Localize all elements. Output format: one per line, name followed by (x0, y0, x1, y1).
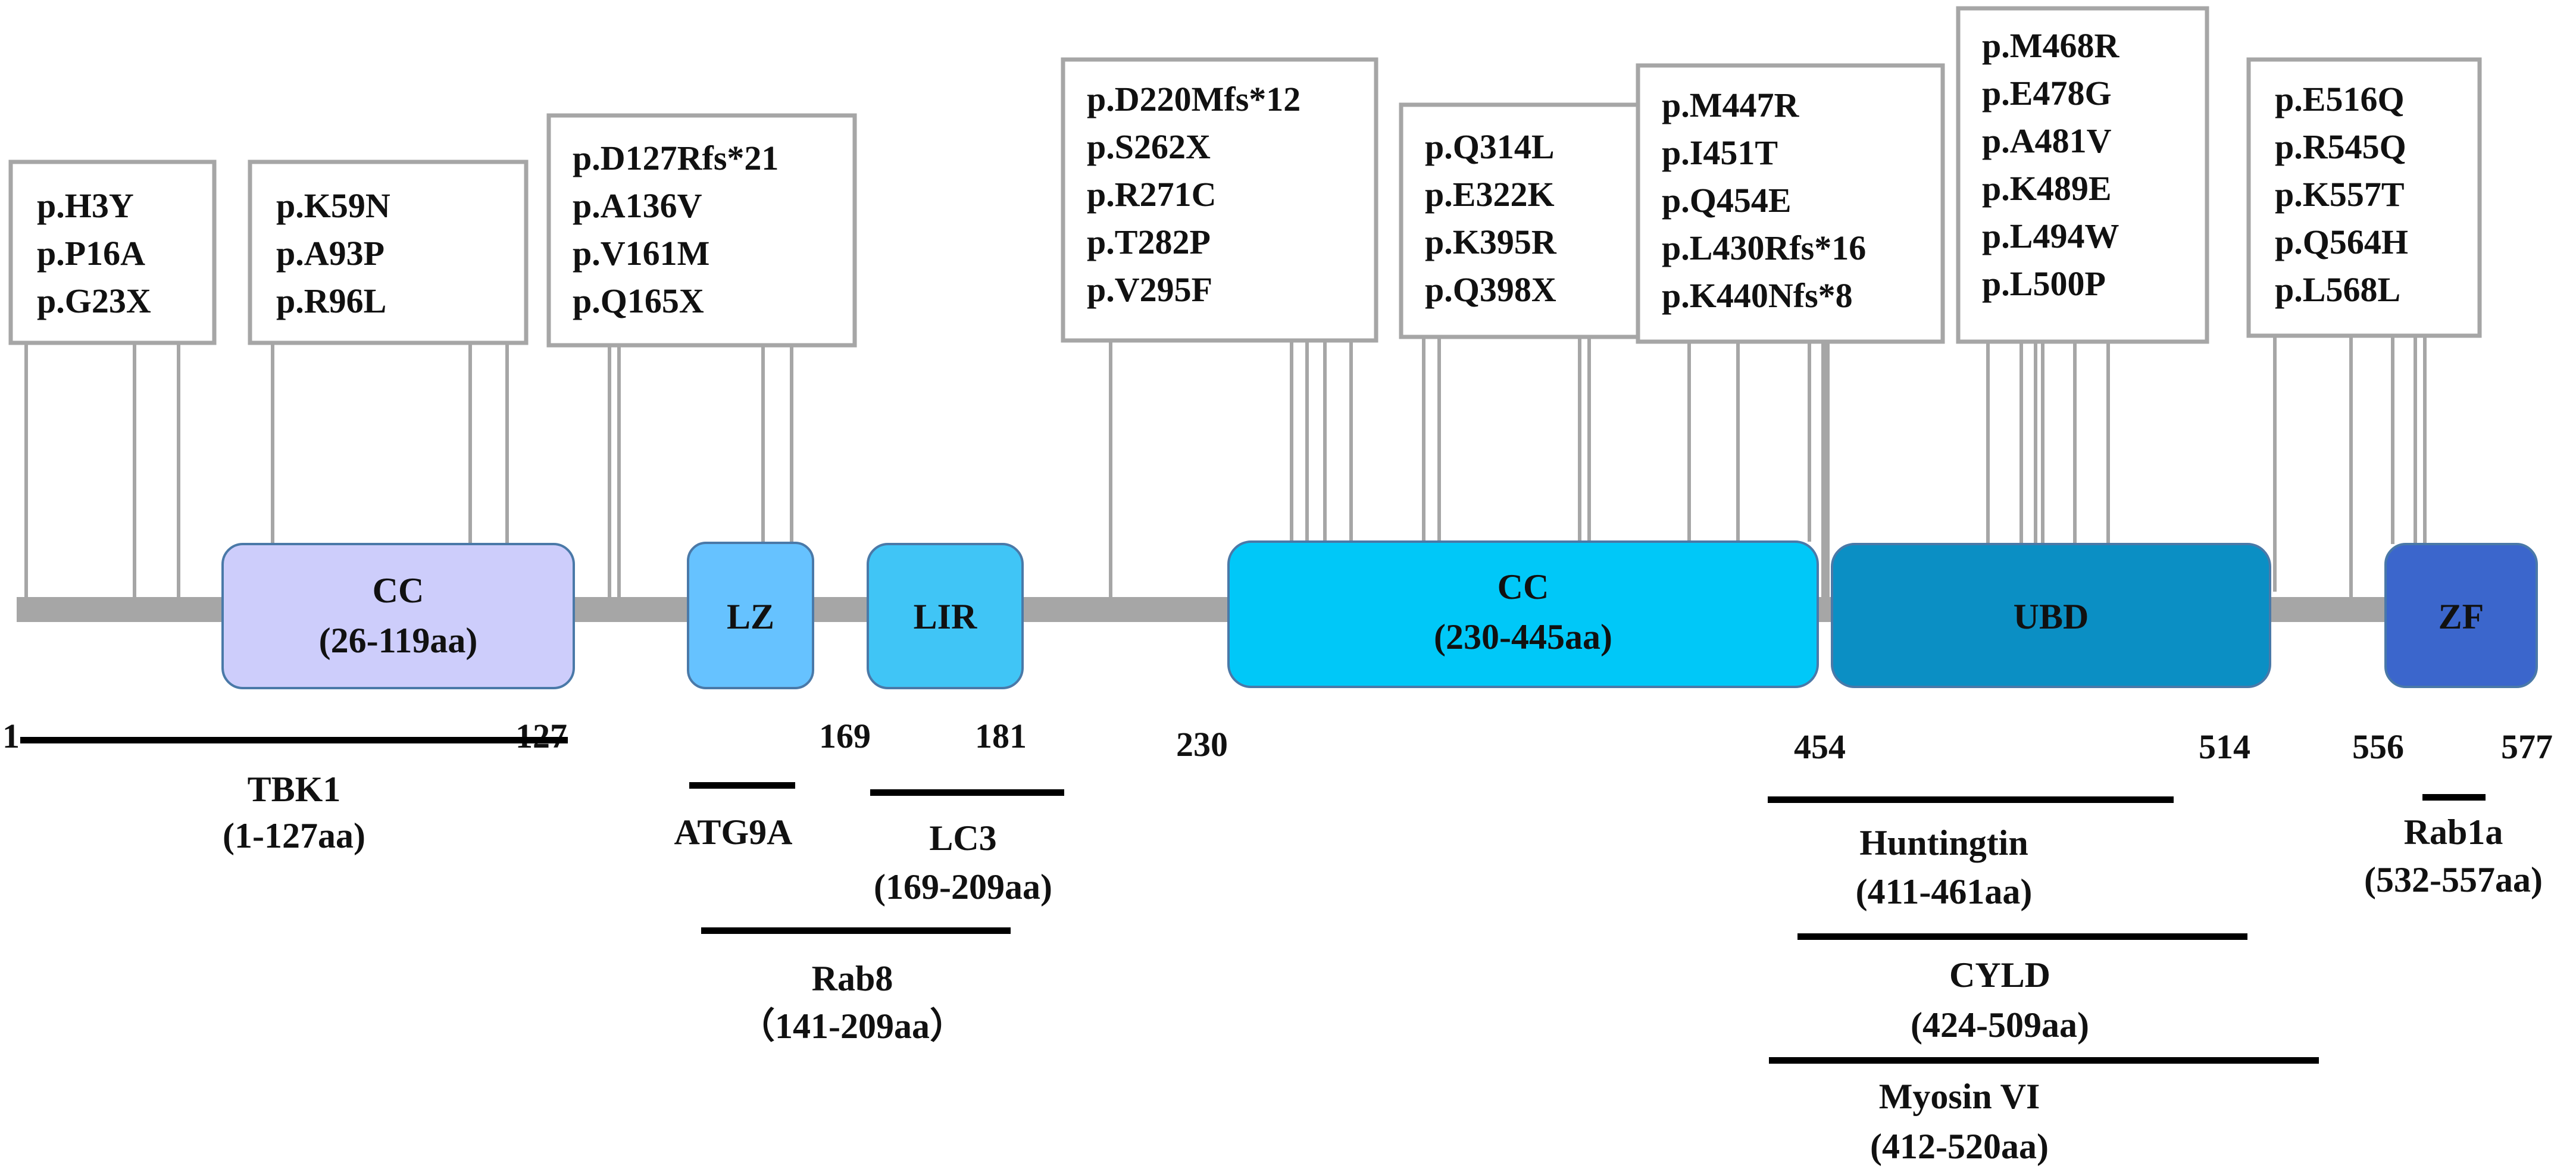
mutation-label: p.K489E (1982, 169, 2112, 208)
mutation-label: p.D127Rfs*21 (573, 139, 779, 177)
mutation-label: p.V295F (1087, 270, 1212, 309)
interaction-partners: TBK1 (1-127aa) ATG9A LC3 (169-209aa) Rab… (20, 737, 2543, 1166)
domain-range: (26-119aa) (319, 621, 478, 660)
partner-range: （141-209aa） (739, 1006, 965, 1046)
mutation-label: p.L494W (1982, 217, 2119, 255)
mutation-label: p.Q564H (2275, 223, 2408, 261)
mutation-stem (1821, 342, 1830, 615)
position-label: 181 (975, 717, 1027, 755)
mutation-label: p.R545Q (2275, 127, 2406, 166)
mutation-label: p.Q314L (1425, 127, 1555, 166)
partner-rab8: Rab8 （141-209aa） (701, 927, 1011, 1046)
mutation-group-3: p.D127Rfs*21 p.A136V p.V161M p.Q165X (546, 113, 857, 348)
partner-huntingtin: Huntingtin (411-461aa) (1768, 796, 2174, 911)
mutation-label: p.R271C (1087, 175, 1217, 214)
partner-name: Rab1a (2404, 812, 2503, 852)
domain-label: UBD (2014, 597, 2089, 636)
partner-range: (532-557aa) (2364, 860, 2543, 899)
mutation-group-8: p.E516Q p.R545Q p.K557T p.Q564H p.L568L (2246, 57, 2482, 338)
partner-name: Huntingtin (1859, 823, 2028, 862)
mutation-boxes: p.H3Y p.P16A p.G23X p.K59N p.A93P p.R96L… (8, 6, 2482, 348)
mutation-label: p.K59N (276, 186, 390, 225)
position-label: 577 (2501, 727, 2553, 766)
mutation-label: p.H3Y (37, 186, 134, 225)
partner-range: (424-509aa) (1911, 1005, 2089, 1045)
mutation-label: p.V161M (573, 234, 709, 273)
position-label: 556 (2352, 727, 2404, 766)
partner-range: (1-127aa) (223, 816, 365, 855)
domain-cc-1: CC (26-119aa) (221, 543, 575, 689)
mutation-label: p.Q454E (1662, 181, 1792, 220)
mutation-label: p.K440Nfs*8 (1662, 276, 1853, 315)
domains: CC (26-119aa) LZ LIR CC (230-445aa) UBD … (221, 540, 2538, 689)
mutation-label: p.Q398X (1425, 270, 1556, 309)
mutation-label: p.I451T (1662, 133, 1778, 172)
domain-lir: LIR (867, 543, 1024, 689)
mutation-stems (24, 336, 2427, 615)
mutation-group-2: p.K59N p.A93P p.R96L (248, 160, 529, 345)
mutation-label: p.K557T (2275, 175, 2405, 214)
mutation-label: p.E322K (1425, 175, 1555, 214)
partner-atg9a: ATG9A (674, 782, 795, 852)
mutation-label: p.E516Q (2275, 80, 2405, 118)
partner-name: LC3 (929, 818, 996, 858)
domain-label: ZF (2439, 597, 2484, 636)
partner-name: TBK1 (248, 770, 341, 809)
mutation-label: p.G23X (37, 282, 151, 320)
partner-myosin-vi: Myosin VI (412-520aa) (1769, 1057, 2319, 1166)
domain-cc-2: CC (230-445aa) (1227, 540, 1819, 688)
mutation-label: p.L500P (1982, 264, 2106, 303)
partner-name: Rab8 (812, 959, 893, 998)
position-label: 1 (2, 717, 20, 755)
mutation-label: p.Q165X (573, 282, 704, 320)
position-label: 230 (1176, 725, 1228, 764)
mutation-label: p.D220Mfs*12 (1087, 80, 1300, 118)
domain-label: LIR (914, 597, 977, 636)
partner-name: CYLD (1949, 955, 2050, 995)
mutation-label: p.M447R (1662, 86, 1800, 124)
residue-positions: 1 127 169 181 230 454 514 556 577 (2, 717, 2553, 766)
mutation-label: p.P16A (37, 234, 145, 273)
mutation-group-1: p.H3Y p.P16A p.G23X (8, 160, 217, 345)
domain-lz: LZ (687, 542, 814, 689)
domain-range: (230-445aa) (1434, 617, 1612, 657)
partner-tbk1: TBK1 (1-127aa) (20, 737, 568, 855)
mutation-group-4: p.D220Mfs*12 p.S262X p.R271C p.T282P p.V… (1061, 57, 1378, 343)
domain-label: LZ (727, 597, 774, 636)
domain-zf: ZF (2384, 543, 2538, 688)
partner-cyld: CYLD (424-509aa) (1797, 933, 2247, 1045)
position-label: 169 (819, 717, 871, 755)
mutation-label: p.E478G (1982, 74, 2112, 112)
position-label: 514 (2199, 727, 2250, 766)
mutation-label: p.L568L (2275, 270, 2400, 309)
domain-label: CC (373, 571, 424, 610)
mutation-label: p.K395R (1425, 223, 1557, 261)
partner-rab1a: Rab1a (532-557aa) (2364, 794, 2543, 899)
mutation-group-5: p.Q314L p.E322K p.K395R p.Q398X (1399, 102, 1656, 339)
mutation-label: p.A136V (573, 186, 702, 225)
position-label: 127 (515, 717, 567, 755)
mutation-label: p.R96L (276, 282, 386, 320)
partner-name: ATG9A (674, 812, 793, 852)
mutation-group-6: p.M447R p.I451T p.Q454E p.L430Rfs*16 p.K… (1636, 63, 1945, 344)
partner-range: (411-461aa) (1856, 872, 2033, 911)
partner-range: (412-520aa) (1870, 1127, 2049, 1166)
domain-label: CC (1498, 567, 1549, 607)
mutation-label: p.A93P (276, 234, 384, 273)
partner-range: (169-209aa) (874, 867, 1052, 907)
mutation-label: p.T282P (1087, 223, 1211, 261)
mutation-group-7: p.M468R p.E478G p.A481V p.K489E p.L494W … (1956, 6, 2209, 344)
mutation-label: p.L430Rfs*16 (1662, 229, 1866, 267)
partner-name: Myosin VI (1879, 1077, 2040, 1116)
mutation-label: p.A481V (1982, 121, 2112, 160)
domain-ubd: UBD (1831, 543, 2271, 688)
position-label: 454 (1794, 727, 1846, 766)
mutation-label: p.S262X (1087, 127, 1211, 166)
partner-lc3: LC3 (169-209aa) (870, 789, 1064, 907)
mutation-label: p.M468R (1982, 26, 2120, 65)
